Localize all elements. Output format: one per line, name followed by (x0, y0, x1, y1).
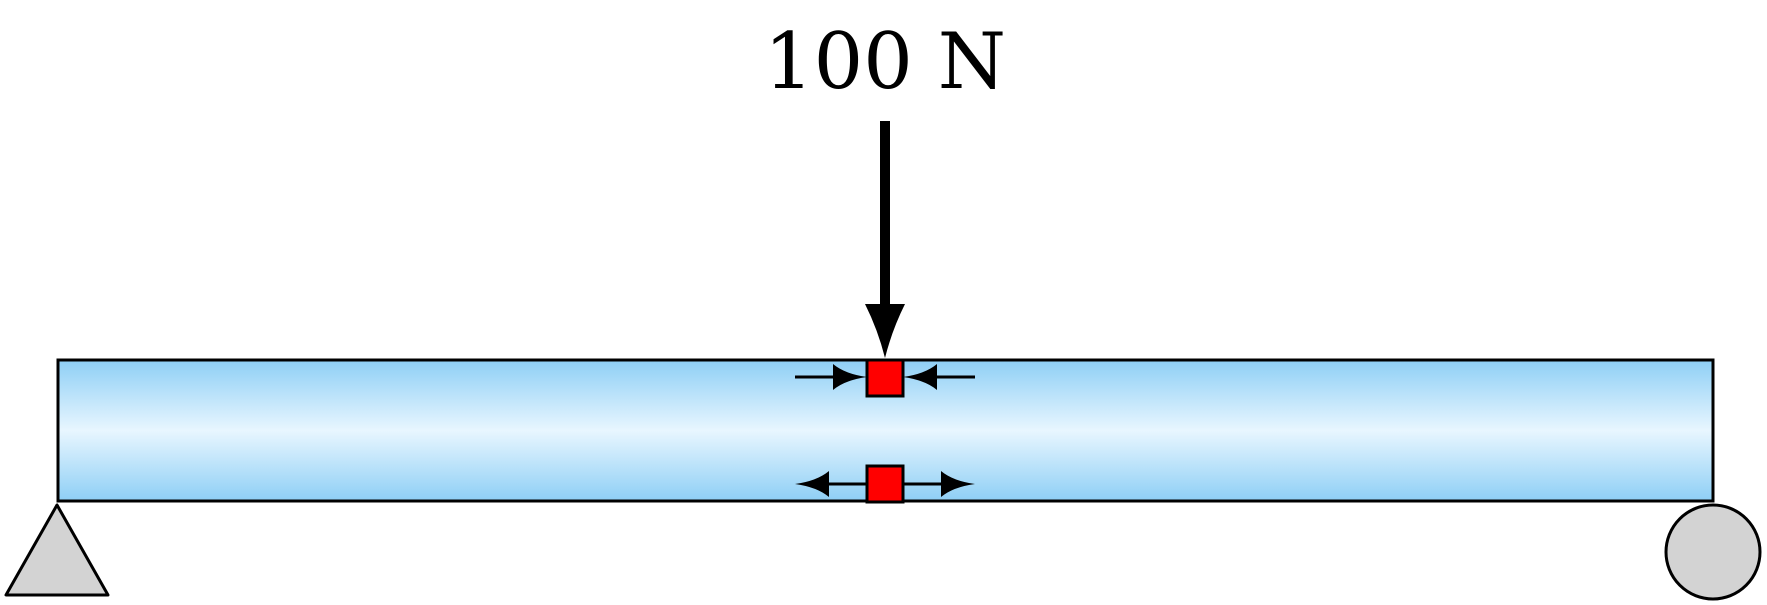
down-arrow-icon (865, 121, 905, 358)
arrow-left-icon (795, 471, 829, 497)
arrow-left-icon (903, 364, 937, 390)
load-label: 100 N (764, 17, 1006, 107)
triangle-support-icon (4, 503, 110, 597)
arrow-right-icon (941, 471, 975, 497)
compression-stress-element (795, 358, 975, 398)
circle-roller-icon (1664, 503, 1762, 601)
tension-stress-element (795, 464, 975, 504)
arrow-right-icon (833, 364, 867, 390)
